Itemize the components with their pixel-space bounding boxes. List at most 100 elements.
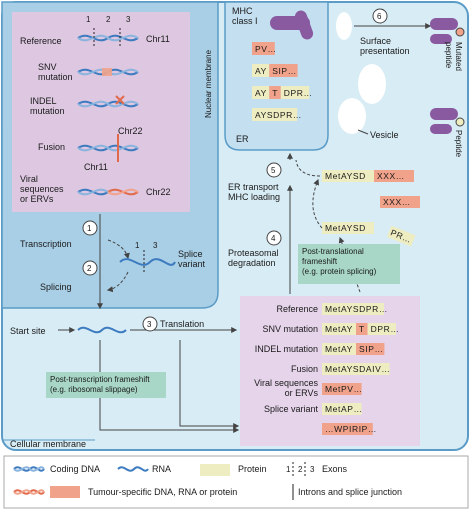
processing-text: MetAYSD	[325, 223, 366, 233]
exon-mark: 2	[106, 15, 111, 24]
er-peptide-text: AY	[255, 66, 267, 76]
proteasomal-line: Proteasomal	[228, 248, 279, 258]
dna-helix-icon	[77, 134, 139, 162]
er-peptide-segment	[280, 86, 310, 99]
genome-row-snv: SNV mutation	[38, 62, 139, 82]
protein-segment-text: T	[359, 324, 365, 334]
protein-segment	[356, 343, 385, 355]
post-translational-box	[298, 244, 400, 284]
post-transcription-line: Post-transcription frameshift	[50, 375, 150, 384]
legend-rna: RNA	[117, 464, 171, 474]
tumour-swatch	[50, 486, 80, 498]
arrow-er-load	[295, 159, 321, 177]
er-peptide-segment	[269, 64, 298, 77]
mutated-peptide-label: Mutated peptide	[444, 42, 463, 73]
er-peptide-text: T	[272, 88, 278, 98]
er-peptide: PV…	[252, 42, 277, 55]
step-4-badge: 4	[266, 230, 282, 246]
er-peptide-segment	[252, 86, 270, 99]
exon-mark: 1	[86, 15, 91, 24]
post-translational-line: Post-translational	[302, 247, 364, 256]
genome-row-label: Reference	[20, 36, 62, 46]
surface-presentation-label: Surface presentation	[360, 36, 410, 56]
exon-marks: 1 2 3	[86, 15, 131, 24]
vesicle-label: Vesicle	[370, 130, 399, 140]
splice-variant-line: Splice	[178, 249, 203, 259]
legend-label: Introns and splice junction	[298, 487, 402, 497]
protein-segment	[322, 323, 356, 335]
er-peptide-text: AYSDPR…	[255, 110, 302, 120]
rna-strand-icon	[119, 250, 176, 274]
step-5-badge: 5	[266, 162, 282, 178]
er-peptide-text: PV…	[255, 44, 277, 54]
er-transport-line: ER transport	[228, 182, 279, 192]
deletion-cross-icon	[115, 95, 125, 105]
protein-segment	[322, 383, 362, 395]
processing-text: XXX…	[377, 171, 405, 181]
protein-segment	[322, 303, 384, 315]
genome-row-label: Fusion	[38, 142, 65, 152]
protein-segment-text: SIP…	[359, 344, 384, 354]
step-6-badge: 6	[372, 8, 388, 24]
nuclear-membrane-label: Nuclear membrane	[204, 49, 213, 118]
protein-segment	[356, 323, 368, 335]
processing-tag-3	[322, 222, 374, 234]
step-number: 4	[271, 234, 276, 243]
dna-helix-icon	[77, 28, 139, 48]
cellular-membrane-label: Cellular membrane	[10, 439, 86, 449]
protein-row-label: Fusion	[291, 364, 318, 374]
genome-row-label: INDEL mutation	[30, 96, 65, 116]
coding-dna-icon	[13, 466, 45, 472]
protein-row: …WPIRIP…	[322, 423, 377, 435]
protein-swatch	[200, 464, 230, 476]
transcription-label: Transcription	[20, 239, 72, 249]
legend-exons: 1 2 3 Exons	[286, 462, 348, 476]
er-peptide-segment	[252, 108, 298, 121]
er-peptide: AY SIP…	[252, 64, 298, 77]
protein-segment	[322, 363, 390, 375]
proteasomal-degradation-label: Proteasomal degradation	[228, 248, 281, 268]
protein-row-label: Splice variant	[264, 404, 319, 414]
mhc-class-label: MHC class I	[232, 6, 258, 26]
genome-row-indel: INDEL mutation	[30, 95, 139, 116]
genome-row-tag: Chr11	[84, 162, 108, 172]
protein-segment-text: MetAY	[325, 344, 353, 354]
start-site-label: Start site	[10, 326, 46, 336]
protein-segment-text: …WPIRIP…	[325, 424, 377, 434]
vesicle-shape	[336, 12, 352, 40]
post-transcription-label: Post-transcription frameshift (e.g. ribo…	[50, 375, 152, 394]
vesicle-shape	[338, 98, 366, 134]
arrow-processing-up	[312, 178, 323, 229]
step-number: 1	[87, 224, 92, 233]
genome-row-reference: Reference Chr11	[20, 28, 170, 48]
genome-panel	[12, 12, 190, 212]
snv-label-line: SNV	[38, 62, 57, 72]
peptide-mhc-icon	[430, 108, 465, 134]
legend-label: Protein	[238, 464, 267, 474]
mrna-icon	[77, 326, 127, 334]
mhc-class-line: MHC	[232, 6, 253, 16]
legend-label: Coding DNA	[50, 464, 100, 474]
processing-tumour-1	[374, 170, 414, 182]
processing-text: MetAYSD	[325, 171, 366, 181]
exon-mark: 3	[126, 15, 131, 24]
protein-segment-text: DPR…	[371, 324, 400, 334]
er-peptide: AYSDPR…	[252, 108, 302, 121]
step-1-badge: 1	[82, 220, 98, 236]
er-peptide-segment	[269, 86, 281, 99]
genome-row-tag: Chr11	[146, 34, 170, 44]
er-peptide-text: SIP…	[272, 66, 297, 76]
processing-tumour-2	[380, 196, 420, 208]
genome-row-label: SNV mutation	[38, 62, 73, 82]
genome-row-fusion: Fusion Chr22 Chr11	[38, 126, 143, 172]
protein-segment-text: MetAYSDPR…	[325, 304, 388, 314]
er-transport-label: ER transport MHC loading	[228, 182, 281, 202]
arrow-slippage-bend	[99, 340, 240, 433]
step-number: 3	[147, 320, 152, 329]
